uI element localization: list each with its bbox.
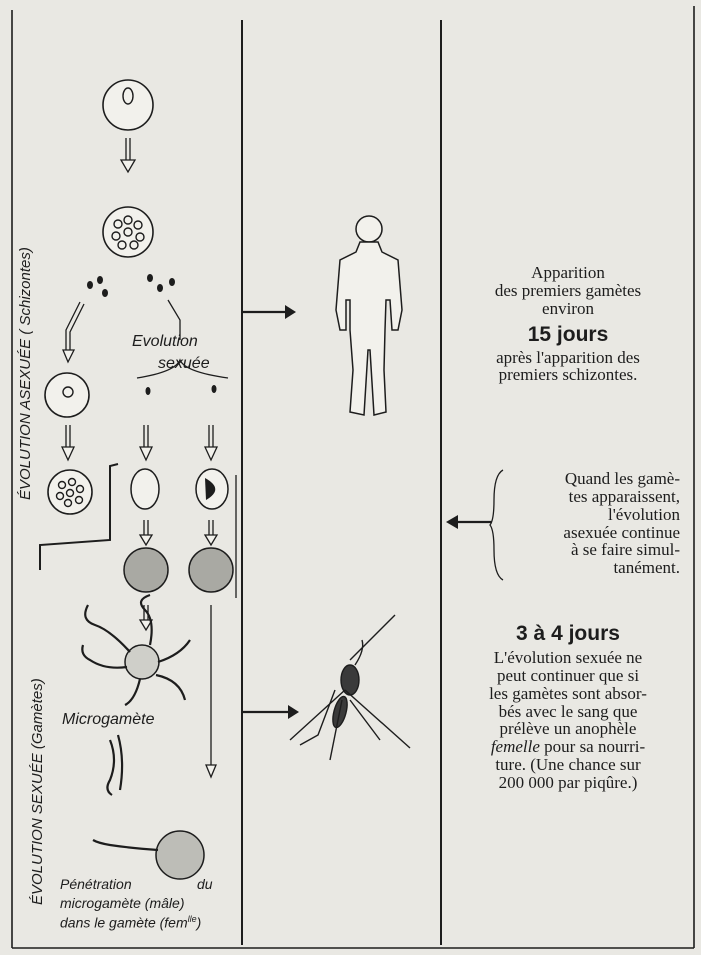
asexual-evolution-label: ÉVOLUTION ASEXUÉE ( Schizontes) [17, 247, 34, 500]
gametocyte-male [131, 469, 159, 509]
arrow-down-1 [121, 138, 135, 172]
penetration-label-du: du [197, 877, 213, 892]
block3-line3: les gamètes sont absor- [446, 685, 690, 703]
sexual-evolution-label: ÉVOLUTION SEXUÉE (Gamètes) [29, 678, 46, 905]
long-arrow-head [206, 765, 216, 777]
fertilized-gamete [156, 831, 204, 879]
block3-line8: 200 000 par piqûre.) [446, 774, 690, 792]
block3-line7: ture. (Une chance sur [446, 756, 690, 774]
evolution-sexuee-label-2: sexuée [158, 356, 210, 373]
red-cell-ring-2 [45, 373, 89, 417]
block1-line1: Apparition [446, 264, 690, 282]
penetration-label-2: microgamète (mâle) [60, 896, 184, 911]
schizont-cell-2 [48, 470, 92, 514]
gamete-male [124, 548, 168, 592]
block2-line3: l'évolution [500, 506, 680, 524]
block3-line6: femelle pour sa nourri- [446, 738, 690, 756]
gamete-female [189, 548, 233, 592]
info-block-sexual-evolution: 3 à 4 jours L'évolution sexuée ne peut c… [446, 623, 690, 792]
arrow-down-6 [205, 520, 217, 545]
block2-line2: tes apparaissent, [500, 488, 680, 506]
block3-line2: peut continuer que si [446, 667, 690, 685]
mosquito-icon [290, 615, 410, 760]
penetration-label-1: Pénétration [60, 877, 132, 892]
block3-line1: L'évolution sexuée ne [446, 649, 690, 667]
block1-highlight: 15 jours [446, 324, 690, 346]
block3-highlight: 3 à 4 jours [446, 623, 690, 645]
arrow-down-asexual-branch [63, 302, 84, 362]
block3-line4: bés avec le sang que [446, 703, 690, 721]
block2-line1: Quand les gamè- [500, 470, 680, 488]
arrow-down-4 [205, 425, 217, 460]
evolution-sexuee-label-1: Evolution [132, 334, 198, 351]
block1-line4: après l'apparition des [446, 349, 690, 367]
block1-line3: environ [446, 300, 690, 318]
arrow-down-3 [140, 425, 152, 460]
arrow-down-2 [62, 425, 74, 460]
exflagellating-gamete [125, 645, 159, 679]
block2-line5: à se faire simul- [500, 541, 680, 559]
block2-line4: asexuée continue [500, 524, 680, 542]
info-block-first-gametes: Apparition des premiers gamètes environ … [446, 264, 690, 384]
block1-line2: des premiers gamètes [446, 282, 690, 300]
schizont-cell [103, 207, 153, 257]
block1-line5: premiers schizontes. [446, 366, 690, 384]
block2-line6: tanément. [500, 559, 680, 577]
microgamete-label: Microgamète [62, 712, 154, 729]
arrow-down-5 [140, 520, 152, 545]
penetration-label-3: dans le gamète (femlle) [60, 915, 201, 930]
block3-line5: prélève un anophèle [446, 720, 690, 738]
human-figure-icon [336, 216, 402, 415]
info-block-simultaneous: Quand les gamè- tes apparaissent, l'évol… [500, 470, 680, 577]
